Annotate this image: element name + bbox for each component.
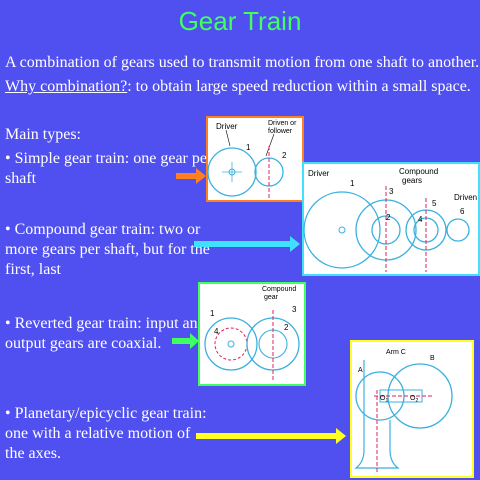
type-planetary-line3: the axes. <box>5 445 61 462</box>
simple-driver-label: Driver <box>216 122 238 131</box>
why-text: : to obtain large speed reduction within… <box>127 78 471 95</box>
arrow-planetary <box>196 428 346 444</box>
arrow-reverted <box>172 333 199 349</box>
compound-gear-2-3 <box>355 186 417 272</box>
slide-title: Gear Train <box>178 6 302 36</box>
planetary-arm-label: Arm C <box>386 349 406 356</box>
reverted-n3: 3 <box>292 305 297 314</box>
compound-gears-label-1: Compound <box>399 167 438 176</box>
compound-gear-4-5 <box>405 198 447 272</box>
planetary-a-label: A <box>358 367 363 374</box>
type-compound-line2: more gears per shaft, but for the <box>5 241 210 258</box>
compound-n4: 4 <box>418 215 423 224</box>
compound-gear-1 <box>303 191 381 269</box>
compound-driver-label: Driver <box>308 169 330 178</box>
type-compound: • Compound gear train: two or more gears… <box>5 220 210 280</box>
type-planetary: • Planetary/epicyclic gear train: one wi… <box>5 404 207 464</box>
compound-n1: 1 <box>350 179 355 188</box>
simple-n2: 2 <box>282 151 287 160</box>
reverted-n1: 1 <box>210 309 215 318</box>
reverted-compound-label-2: gear <box>264 294 279 301</box>
type-compound-line1: • Compound gear train: two or <box>5 221 201 238</box>
compound-driven-label: Driven <box>454 193 477 202</box>
simple-driven-label-2: follower <box>268 128 293 135</box>
simple-gear-diagram: Driver Driven or follower 1 2 <box>206 116 304 202</box>
arrow-compound <box>194 236 300 252</box>
compound-n5: 5 <box>432 199 437 208</box>
type-planetary-line2: one with a relative motion of <box>5 425 191 442</box>
why-line: Why combination?: to obtain large speed … <box>5 78 471 96</box>
planetary-gear-diagram: Arm C A B O1 O2 <box>350 340 474 478</box>
reverted-n4: 4 <box>214 327 219 336</box>
planetary-o1-label: O1 <box>380 395 388 404</box>
why-label: Why combination? <box>5 78 128 95</box>
type-reverted: • Reverted gear train: input and output … <box>5 314 206 354</box>
compound-gears-label-2: gears <box>402 176 422 185</box>
planetary-b-label: B <box>430 355 435 362</box>
type-simple: • Simple gear train: one gear per shaft <box>5 149 212 189</box>
compound-n6: 6 <box>460 207 465 216</box>
reverted-gear-right <box>246 310 300 382</box>
arrow-simple <box>176 168 206 184</box>
reverted-compound-label-1: Compound <box>262 286 296 293</box>
type-simple-line1: • Simple gear train: one gear per <box>5 150 213 167</box>
main-types-label: Main types: <box>5 126 81 143</box>
planetary-arm <box>374 389 432 403</box>
compound-n2: 2 <box>386 213 391 222</box>
planetary-frame <box>354 360 400 474</box>
type-simple-line2: shaft <box>5 170 37 187</box>
reverted-n2: 2 <box>284 323 289 332</box>
compound-gear-6 <box>446 218 470 242</box>
compound-n3: 3 <box>389 187 394 196</box>
simple-n1: 1 <box>246 143 251 152</box>
type-reverted-line2: output gears are coaxial. <box>5 335 162 352</box>
intro-text: A combination of gears used to transmit … <box>5 54 480 71</box>
planetary-o2-label: O2 <box>410 395 418 404</box>
simple-gear-2 <box>254 146 284 198</box>
simple-gear-1 <box>207 147 257 197</box>
reverted-gear-diagram: Compound gear 1 2 3 4 <box>198 282 306 386</box>
type-reverted-line1: • Reverted gear train: input and <box>5 315 206 332</box>
simple-driven-label-1: Driven or <box>268 120 297 127</box>
type-compound-line3: first, last <box>5 261 61 278</box>
type-planetary-line1: • Planetary/epicyclic gear train: <box>5 405 207 422</box>
compound-gear-diagram: Driver Compound gears Driven 1 2 3 4 5 6 <box>302 162 480 276</box>
